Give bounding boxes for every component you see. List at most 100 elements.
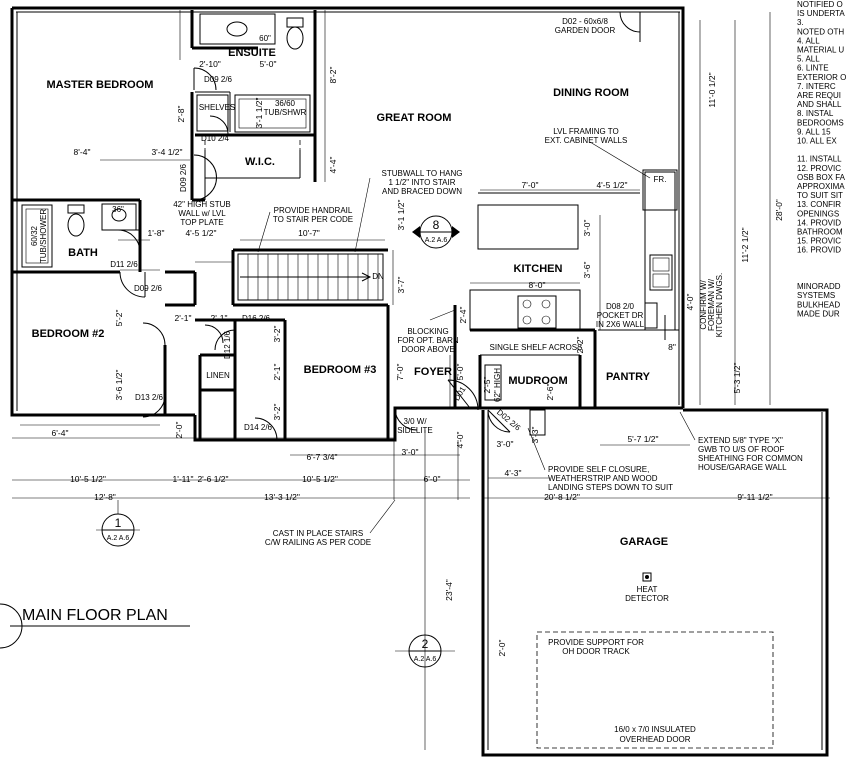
room-labels: MASTER BEDROOM ENSUITE GREAT ROOM DINING… [32,47,669,548]
note-blocking-1: BLOCKING [407,327,448,336]
note-lvl-2: EXT. CABINET WALLS [545,136,628,145]
general-note-line: AND SHALL [797,100,842,109]
dim-mudroom-4-3: 4'-3" [505,468,522,478]
note-ohdoor-1: 16/0 x 7/0 INSULATED [614,725,696,734]
room-great-room: GREAT ROOM [377,112,452,124]
note-handrail-1: PROVIDE HANDRAIL [274,206,353,215]
general-note-line: SYSTEMS [797,291,835,300]
general-note-line: MINORADD [797,282,841,291]
section-marker-1: 1 A.2 A.6 [96,500,140,547]
note-support-1: PROVIDE SUPPORT FOR [548,638,644,647]
dim-mb-3-4-1-2: 3'-4 1/2" [151,147,182,157]
bath-vanity-size: 36" [112,205,124,214]
general-note-line: ARE REQUI [797,91,841,100]
note-single-shelf: SINGLE SHELF ACROSS [490,343,583,352]
door-tag-d09-3: D09 2/6 [134,284,163,293]
sidelite-label: SIDELITE [397,426,433,435]
note-stub-2: WALL w/ LVL [178,209,226,218]
general-note-line: 8. INSTAL [797,109,834,118]
note-handrail-2: TO STAIR PER CODE [273,215,353,224]
dim-mudroom-3-3: 3'-3" [530,427,540,444]
dim-foyer-4-0: 4'-0" [455,432,465,449]
dim-stair-3-7: 3'-7" [396,277,406,294]
heat-detector-label-2: DETECTOR [625,594,669,603]
dim-bedroom2-2-1-b: 2'-1" [211,313,228,323]
room-foyer: FOYER [414,366,452,378]
dimension-lines [12,10,830,750]
dim-foyer-3-0-a: 3'-0" [402,447,419,457]
dim-garage-2-0: 2'-0" [497,640,507,657]
title-marker [0,603,190,649]
room-linen: LINEN [206,371,230,380]
note-castin-1: CAST IN PLACE STAIRS [273,529,363,538]
note-confirm-2: FOREMAN W/ [707,278,716,331]
door-tag-d08-type: POCKET DR [597,311,644,320]
general-note-line: MATERIAL U [797,46,844,55]
note-closure-1: PROVIDE SELF CLOSURE, [548,465,649,474]
dim-right-5-3-1-2: 5'-3 1/2" [732,362,742,393]
door-tag-d10: D10 2/4 [201,134,230,143]
general-note-line: BULKHEAD [797,300,840,309]
note-stub-3: TOP PLATE [180,218,223,227]
note-stubwall-1: STUBWALL TO HANG [382,169,463,178]
fridge-label: FR. [654,175,667,184]
general-note-line: OSB BOX FA [797,173,846,182]
note-stub-1: 42" HIGH STUB [173,200,231,209]
bath-tub-size: 60/32 [30,225,39,246]
dim-foyer-3-0-b: 3'-0" [497,439,514,449]
dimension-labels: 2'-10" 5'-0" 2'-8" 3'-1 1/2" 8'-2" 4'-4"… [52,59,784,656]
dim-bath-1-8: 1'-8" [148,228,165,238]
note-lvl-1: LVL FRAMING TO [553,127,619,136]
general-note-line: 14. PROVID [797,218,841,227]
dim-foyer-2-5: 2'-5" [482,377,492,394]
stairs [237,253,384,301]
sidelite-size: 3/0 W/ [403,417,427,426]
general-note-line: 13. CONFIR [797,200,841,209]
room-master-bedroom: MASTER BEDROOM [47,79,154,91]
general-note-line: 5. ALL [797,55,820,64]
general-note-line: 16. PROVID [797,246,841,255]
room-ensuite: ENSUITE [228,47,276,59]
dim-kitchen-2-2: 2'-2" [575,337,585,354]
note-extend-1: EXTEND 5/8" TYPE "X" [698,436,783,445]
note-closure-2: WEATHERSTRIP AND WOOD [548,474,658,483]
fixtures [21,13,678,582]
general-note-line: MADE DUR [797,309,840,318]
dim-garage-9-11-1-2: 9'-11 1/2" [737,492,772,502]
dim-stub-4-5-1-2: 4'-5 1/2" [185,228,216,238]
dim-ensuite-2-10: 2'-10" [199,59,221,69]
exterior-walls [10,6,685,442]
room-garage: GARAGE [620,536,668,548]
dim-kitchen-4-5-1-2: 4'-5 1/2" [596,180,627,190]
dim-bedroom3-7-0: 7'-0" [395,364,405,381]
dim-bedroom2-5-2: 5'-2" [114,310,124,327]
garden-door-size: D02 - 60x6/8 [562,17,608,26]
dim-kitchen-3-0: 3'-0" [582,220,592,237]
dim-kitchen-2-4: 2'-4" [458,307,468,324]
dim-mb-8-4: 8'-4" [74,147,91,157]
dim-bedroom3-3-2-a: 3'-2" [272,326,282,343]
marker-2-number: 2 [422,637,429,651]
note-extend-4: HOUSE/GARAGE WALL [698,463,787,472]
note-blocking-3: DOOR ABOVE [401,345,454,354]
general-note-line: EXTERIOR O [797,73,846,82]
room-bedroom-3: BEDROOM #3 [304,364,377,376]
dim-bedroom3-3-2-b: 3'-2" [272,404,282,421]
general-note-line: NOTIFIED O [797,0,843,9]
marker-8-ref: A.2 A.6 [425,237,448,244]
note-extend-2: GWB TO U/S OF ROOF [698,445,784,454]
plan-title: MAIN FLOOR PLAN [22,607,168,624]
door-tag-d09-1: D09 2/6 [204,75,233,84]
dim-bottom-10-5-1-2-b: 10'-5 1/2" [302,474,338,484]
door-tag-d11: D11 2/6 [110,260,138,269]
dim-right-11-2-1-2: 11'-2 1/2" [740,227,750,262]
dim-bottom-13-3-1-2: 13'-3 1/2" [264,492,300,502]
note-extend-3: SHEATHING FOR COMMON [698,454,803,463]
section-marker-8: 8 A.2 A.6 [412,215,460,249]
general-note-line: 12. PROVIC [797,164,841,173]
fixture-labels: D02 - 60x6/8 GARDEN DOOR SHELVES 36/60 T… [30,17,669,603]
leader-lines [257,141,696,534]
dim-kitchen-8-0: 8'-0" [529,280,546,290]
general-note-line: IS UNDERTA [797,9,845,18]
